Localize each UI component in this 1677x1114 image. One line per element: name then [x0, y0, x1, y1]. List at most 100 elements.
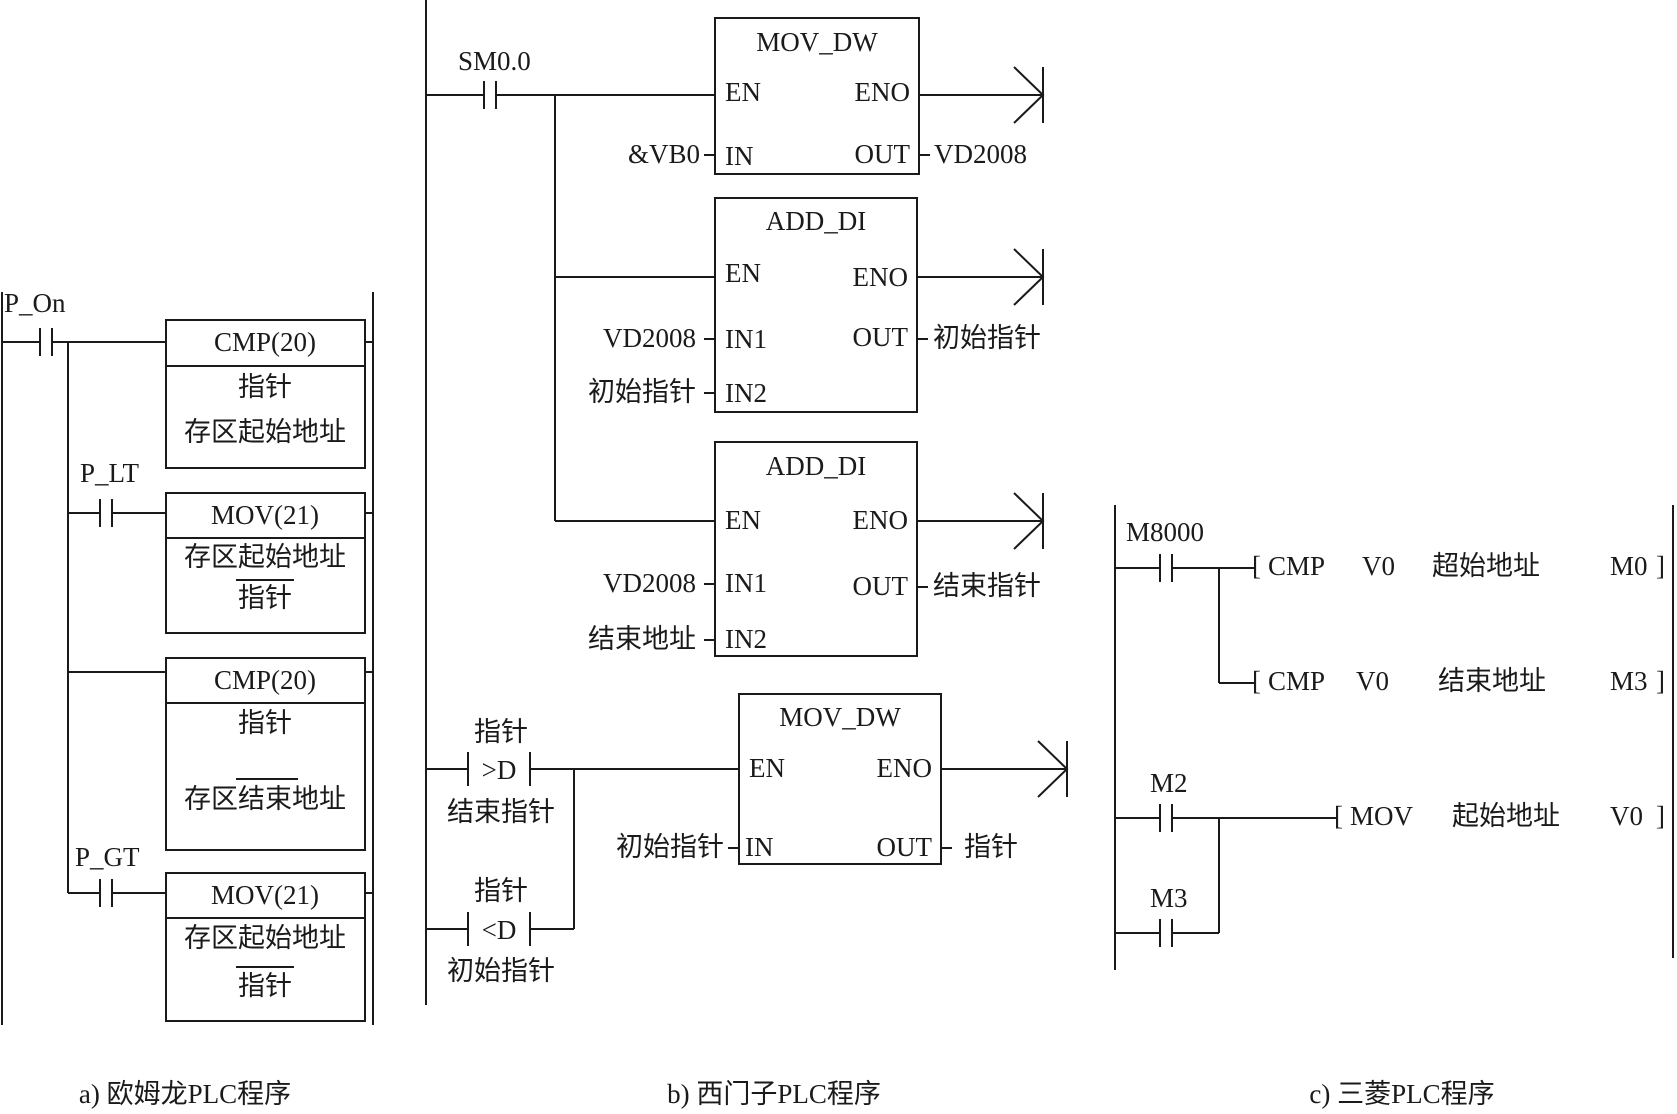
instruction-opcode: MOV [1350, 801, 1414, 831]
pin-in2: IN2 [725, 624, 767, 654]
instruction-operand-1: 起始地址 [1452, 801, 1560, 831]
instruction-operand-2: 结束地址 [1438, 666, 1546, 696]
omron-ladder: P_On CMP(20) 指针 存区起始地址 P_LT MOV(21) 存区起始… [1, 288, 374, 1025]
pin-in2: IN2 [725, 378, 767, 408]
pin-in: IN [725, 141, 754, 171]
cmp-operand-1: 指针 [238, 372, 292, 402]
mov-destination: 指针 [238, 583, 292, 613]
contact-label-p-on: P_On [4, 288, 66, 318]
siemens-ladder: SM0.0 MOV_DW EN ENO IN OUT &VB0 VD2008 A… [425, 0, 1069, 1005]
pin-en: EN [725, 505, 761, 535]
pin-en: EN [725, 77, 761, 107]
bracket-close: ] [1656, 801, 1665, 831]
output-operand: 指针 [964, 832, 1018, 862]
caption-siemens: b) 西门子PLC程序 [667, 1079, 881, 1109]
pin-out: OUT [853, 322, 909, 352]
cmp-title: CMP(20) [214, 665, 316, 695]
mov-source: 存区起始地址 [184, 542, 346, 572]
caption-mitsubishi: c) 三菱PLC程序 [1309, 1079, 1494, 1109]
bracket-open: [ [1252, 666, 1261, 696]
compare-bottom-operand: 结束指针 [447, 797, 555, 827]
siemens-add-di-block-2: ADD_DI EN ENO IN1 OUT IN2 VD2008 结束地址 结束… [588, 441, 1045, 657]
input-operand: &VB0 [628, 139, 700, 169]
pin-eno: ENO [853, 505, 909, 535]
contact-label-m2: M2 [1150, 768, 1188, 798]
compare-top-operand: 指针 [474, 717, 528, 747]
mov-source: 存区起始地址 [184, 923, 346, 953]
instruction-operand-2: 超始地址 [1432, 551, 1540, 581]
pin-eno: ENO [855, 77, 911, 107]
contact-m8000 [1159, 554, 1173, 582]
omron-cmp-block-2: CMP(20) 指针 存区结束地址 [165, 657, 373, 851]
mov-title: MOV(21) [211, 500, 319, 530]
pin-out: OUT [877, 832, 933, 862]
siemens-add-di-block-1: ADD_DI EN ENO IN1 OUT IN2 VD2008 初始指针 初始… [588, 197, 1045, 413]
compare-bottom-operand: 初始指针 [447, 956, 555, 986]
instruction-operand-2: V0 [1610, 801, 1643, 831]
output-operand: 结束指针 [933, 571, 1041, 601]
pin-eno: ENO [877, 753, 933, 783]
compare-top-operand: 指针 [474, 876, 528, 906]
input-operand-1: VD2008 [603, 568, 696, 598]
pin-out: OUT [853, 571, 909, 601]
contact-label-sm0-0: SM0.0 [458, 46, 531, 76]
omron-mov-block-1: MOV(21) 存区起始地址 指针 [165, 492, 373, 634]
output-operand: 初始指针 [933, 323, 1041, 353]
block-title: ADD_DI [766, 451, 867, 481]
bracket-open: [ [1252, 551, 1261, 581]
instruction-operand-3: M0 [1610, 551, 1648, 581]
pin-en: EN [749, 753, 785, 783]
cmp-operand-2: 存区起始地址 [184, 417, 346, 447]
siemens-mov-dw-block-1: MOV_DW EN ENO IN OUT &VB0 VD2008 [628, 17, 1045, 175]
cmp-operand-2: 存区结束地址 [184, 784, 346, 814]
mitsubishi-instruction-cmp-1: [ CMP V0 超始地址 M0 ] [1252, 551, 1665, 581]
input-operand-2: 初始指针 [588, 377, 696, 407]
bracket-open: [ [1334, 801, 1343, 831]
block-title: ADD_DI [766, 206, 867, 236]
pin-in1: IN1 [725, 568, 767, 598]
siemens-mov-dw-block-2: MOV_DW EN ENO IN OUT 初始指针 指针 [616, 693, 1069, 865]
omron-cmp-block-1: CMP(20) 指针 存区起始地址 [165, 319, 373, 469]
input-operand-2: 结束地址 [588, 624, 696, 654]
instruction-operand-1: V0 [1362, 551, 1395, 581]
contact-label-p-gt: P_GT [75, 842, 140, 872]
contact-label-m8000: M8000 [1126, 517, 1204, 547]
mitsubishi-ladder: M8000 [ CMP V0 超始地址 M0 ] [ CMP V0 结束地址 M… [1114, 505, 1674, 970]
input-operand: 初始指针 [616, 832, 724, 862]
instruction-operand-3: M3 [1610, 666, 1648, 696]
cmp-title: CMP(20) [214, 327, 316, 357]
cmp-operand-1: 指针 [238, 708, 292, 738]
contact-label-p-lt: P_LT [80, 458, 140, 488]
block-title: MOV_DW [756, 27, 878, 57]
pin-eno: ENO [853, 262, 909, 292]
instruction-operand-1: V0 [1356, 666, 1389, 696]
output-operand: VD2008 [934, 139, 1027, 169]
caption-omron: a) 欧姆龙PLC程序 [79, 1079, 291, 1109]
contact-m2 [1159, 804, 1173, 832]
bracket-close: ] [1656, 551, 1665, 581]
input-operand-1: VD2008 [603, 323, 696, 353]
mov-destination: 指针 [238, 971, 292, 1001]
compare-operator: <D [482, 915, 517, 945]
pin-out: OUT [855, 139, 911, 169]
contact-m3 [1159, 919, 1173, 947]
contact-p-lt [99, 499, 113, 527]
omron-mov-block-2: MOV(21) 存区起始地址 指针 [165, 872, 373, 1022]
instruction-opcode: CMP [1268, 551, 1325, 581]
contact-p-on [39, 328, 53, 356]
compare-contact-less: <D [467, 912, 531, 946]
contact-sm0-0 [483, 81, 497, 109]
mitsubishi-instruction-cmp-2: [ CMP V0 结束地址 M3 ] [1252, 666, 1665, 696]
contact-label-m3: M3 [1150, 883, 1188, 913]
compare-operator: >D [482, 755, 517, 785]
compare-contact-greater: >D [467, 752, 531, 786]
pin-in1: IN1 [725, 324, 767, 354]
pin-en: EN [725, 258, 761, 288]
mov-title: MOV(21) [211, 880, 319, 910]
bracket-close: ] [1656, 666, 1665, 696]
instruction-opcode: CMP [1268, 666, 1325, 696]
mitsubishi-instruction-mov: [ MOV 起始地址 V0 ] [1334, 801, 1665, 831]
contact-p-gt [99, 879, 113, 907]
